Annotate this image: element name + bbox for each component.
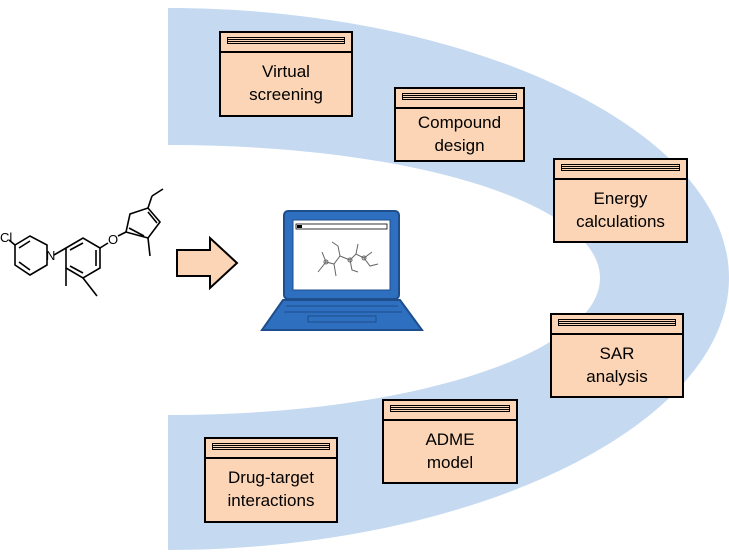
box-titlebar xyxy=(206,439,336,459)
box-label: Compound design xyxy=(417,112,502,155)
screen-molecule-icon xyxy=(317,241,379,277)
atom-cl-label: Cl xyxy=(0,230,13,245)
box-titlebar xyxy=(396,89,523,109)
crescent-band xyxy=(168,8,729,550)
box-label: Drug-target interactions xyxy=(227,468,315,510)
box-titlebar xyxy=(555,160,686,180)
box-label: SAR analysis xyxy=(586,343,648,386)
box-adme-model: ADME model xyxy=(382,399,518,484)
atom-n-label: N xyxy=(46,248,56,263)
atom-o-label: O xyxy=(108,232,119,247)
box-label: ADME model xyxy=(425,429,475,472)
arrow-right-icon xyxy=(176,235,239,291)
box-label: Virtual screening xyxy=(249,62,323,104)
box-virtual-screening: Virtual screening xyxy=(219,31,353,117)
box-sar-analysis: SAR analysis xyxy=(550,313,684,398)
box-titlebar xyxy=(552,315,682,335)
laptop-icon xyxy=(260,210,424,331)
box-titlebar xyxy=(384,401,516,421)
box-label: Energy calculations xyxy=(576,188,665,231)
box-drug-target-interactions: Drug-target interactions xyxy=(204,437,338,523)
molecule-structure-icon xyxy=(8,188,164,297)
box-titlebar xyxy=(221,33,351,53)
box-energy-calculations: Energy calculations xyxy=(553,158,688,243)
box-compound-design: Compound design xyxy=(394,87,525,162)
